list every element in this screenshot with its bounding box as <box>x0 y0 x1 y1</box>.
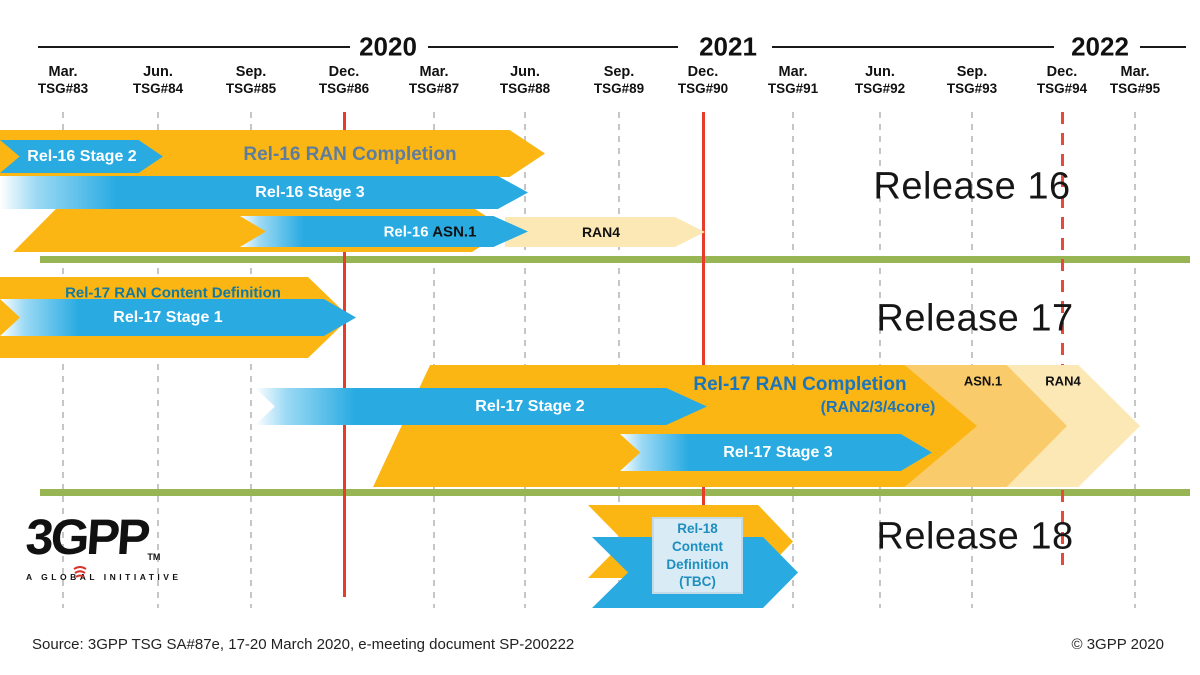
meeting-column-header: Mar.TSG#91 <box>745 63 841 98</box>
rel16-stage3-arrow <box>0 176 528 209</box>
rel16-stage3-label: Rel-16 Stage 3 <box>255 184 365 201</box>
year-label: 2022 <box>1071 31 1129 62</box>
meeting-month: Jun. <box>143 64 173 80</box>
meeting-column-header: Jun.TSG#92 <box>832 63 928 98</box>
gridline <box>157 112 159 608</box>
rel18-content-definition-box: Rel-18 Content Definition (TBC) <box>652 517 743 594</box>
rel17-asn1-label: ASN.1 <box>963 373 1003 389</box>
milestone-line <box>1061 112 1064 568</box>
meeting-number: TSG#90 <box>677 81 729 97</box>
meeting-column-header: Dec.TSG#94 <box>1014 63 1110 98</box>
rel16-asn1-prefix: Rel-16 <box>383 223 433 241</box>
meeting-number: TSG#83 <box>37 81 89 97</box>
meeting-column-header: Jun.TSG#88 <box>477 63 573 98</box>
meeting-column-header: Sep.TSG#89 <box>571 63 667 98</box>
meeting-column-header: Dec.TSG#90 <box>655 63 751 98</box>
meeting-month: Dec. <box>1046 64 1078 80</box>
rel16-stage2-arrow <box>0 140 163 173</box>
gridline <box>524 112 526 608</box>
release16-title: Release 16 <box>873 165 1071 208</box>
meeting-month: Dec. <box>687 64 719 80</box>
rel16-ran4-arrow <box>505 217 705 247</box>
rel17-content-definition-label: Rel-17 RAN Content Definition <box>65 284 281 302</box>
meeting-number: TSG#86 <box>318 81 370 97</box>
meeting-month: Sep. <box>235 64 267 80</box>
meeting-number: TSG#87 <box>408 81 460 97</box>
year-axis-segment <box>1140 46 1186 48</box>
meeting-month: Mar. <box>1120 64 1150 80</box>
3gpp-logo-tagline: A GLOBAL INITIATIVE <box>26 572 182 582</box>
rel16-asn1-arrow <box>240 216 528 247</box>
3gpp-logo-tm: TM <box>147 552 161 562</box>
gridline <box>433 112 435 608</box>
meeting-number: TSG#89 <box>593 81 645 97</box>
rel17-ran4-label: RAN4 <box>1045 373 1081 389</box>
year-axis-segment <box>772 46 1054 48</box>
meeting-month: Mar. <box>778 64 808 80</box>
rel16-asn1-label: Rel-16 ASN.1 <box>384 224 477 241</box>
year-axis-segment <box>38 46 350 48</box>
meeting-column-header: Sep.TSG#93 <box>924 63 1020 98</box>
3gpp-logo: 3GPPTM A GLOBAL INITIATIVE <box>24 509 182 582</box>
gridline <box>1134 112 1136 608</box>
meeting-number: TSG#94 <box>1036 81 1088 97</box>
rel16-stage2-label: Rel-16 Stage 2 <box>27 148 137 165</box>
rel17-ran-completion-label-line2: (RAN2/3/4core) <box>820 399 936 416</box>
gridline <box>250 112 252 608</box>
meeting-number: TSG#91 <box>767 81 819 97</box>
3gpp-logo-text: 3GPP <box>24 509 150 565</box>
meeting-number: TSG#85 <box>225 81 277 97</box>
release18-title: Release 18 <box>876 515 1074 558</box>
meeting-number: TSG#92 <box>854 81 906 97</box>
year-axis-segment <box>428 46 678 48</box>
release17-18-divider <box>40 489 1190 496</box>
rel17-stage2-arrow <box>255 388 707 425</box>
milestone-line <box>702 112 705 597</box>
rel16-ran4-label: RAN4 <box>581 224 621 240</box>
source-note: Source: 3GPP TSG SA#87e, 17-20 March 202… <box>32 636 575 653</box>
release16-17-divider <box>40 256 1190 263</box>
rel17-stage2-label: Rel-17 Stage 2 <box>475 398 585 415</box>
meeting-column-header: Mar.TSG#87 <box>386 63 482 98</box>
meeting-column-header: Dec.TSG#86 <box>296 63 392 98</box>
meeting-month: Mar. <box>419 64 449 80</box>
year-label: 2021 <box>699 31 757 62</box>
meeting-month: Mar. <box>48 64 78 80</box>
rel17-stage1-label: Rel-17 Stage 1 <box>113 309 223 326</box>
gridline <box>618 112 620 608</box>
meeting-month: Sep. <box>956 64 988 80</box>
rel17-stage3-label: Rel-17 Stage 3 <box>723 444 833 461</box>
meeting-number: TSG#88 <box>499 81 551 97</box>
year-label: 2020 <box>359 31 417 62</box>
copyright-note: © 3GPP 2020 <box>1071 636 1164 653</box>
meeting-month: Dec. <box>328 64 360 80</box>
gridline <box>792 112 794 608</box>
milestone-line <box>343 112 346 597</box>
meeting-number: TSG#84 <box>132 81 184 97</box>
rel16-asn1-word: ASN.1 <box>432 223 477 241</box>
rel17-stage1-arrow <box>0 299 356 336</box>
meeting-column-header: Mar.TSG#95 <box>1087 63 1183 98</box>
meeting-column-header: Sep.TSG#85 <box>203 63 299 98</box>
gridline <box>971 112 973 608</box>
3gpp-logo-waves-icon <box>73 566 87 578</box>
meeting-number: TSG#93 <box>946 81 998 97</box>
rel18-content-definition-label: Rel-18 Content Definition (TBC) <box>666 521 729 590</box>
meeting-number: TSG#95 <box>1109 81 1161 97</box>
meeting-month: Jun. <box>865 64 895 80</box>
rel17-stage3-arrow <box>620 434 932 471</box>
rel16-ran-completion-label: Rel-16 RAN Completion <box>243 144 457 165</box>
gridline <box>879 112 881 608</box>
meeting-month: Sep. <box>603 64 635 80</box>
meeting-month: Jun. <box>510 64 540 80</box>
rel17-ran-completion-label-line1: Rel-17 RAN Completion <box>693 374 907 395</box>
meeting-column-header: Mar.TSG#83 <box>15 63 111 98</box>
gridline <box>62 112 64 608</box>
release17-title: Release 17 <box>876 297 1074 340</box>
meeting-column-header: Jun.TSG#84 <box>110 63 206 98</box>
